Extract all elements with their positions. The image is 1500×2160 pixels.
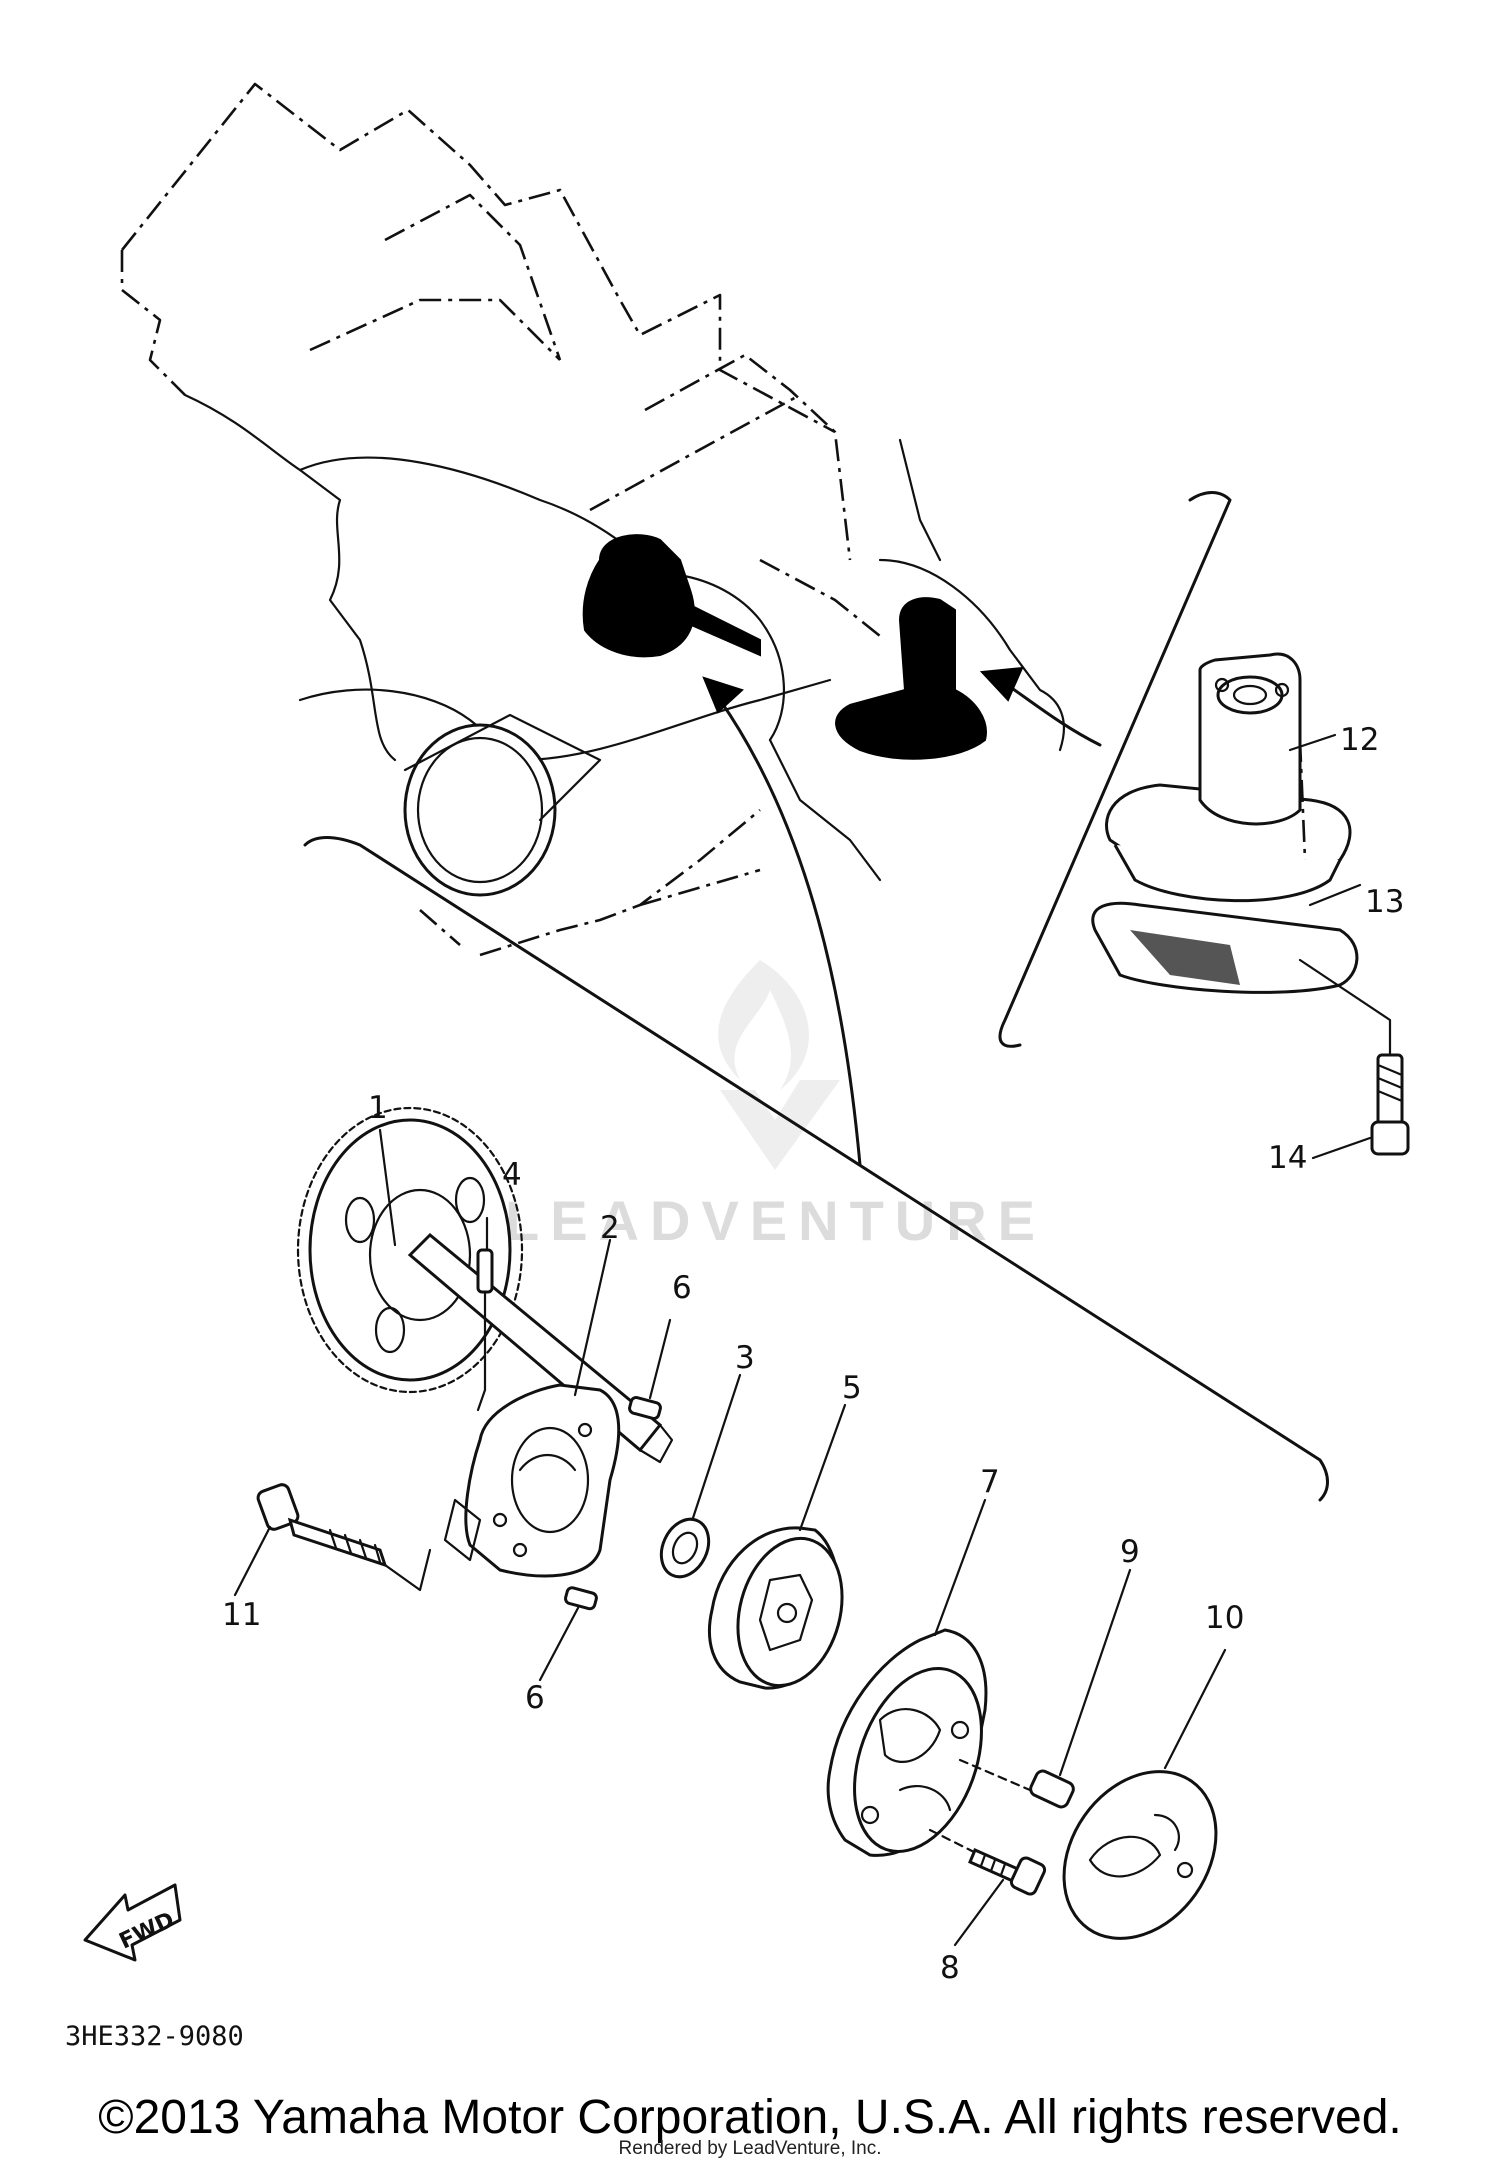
part-label-9: 9 [1120,1534,1140,1570]
dowel-pin-part-4 [476,1248,494,1412]
pump-rotor-part-5 [708,1526,844,1690]
part-label-8: 8 [940,1950,960,1986]
part-label-13: 13 [1365,884,1404,920]
washer-part-3 [659,1517,711,1579]
part-label-6-upper: 6 [672,1270,692,1306]
copyright-text: ©2013 Yamaha Motor Corporation, U.S.A. A… [98,2091,1402,2144]
part-label-10: 10 [1205,1600,1244,1636]
part-labels: 1 2 3 4 5 6 6 7 8 9 10 11 12 13 14 [222,722,1404,1986]
pump-location-silhouettes [582,534,987,760]
part-label-2: 2 [600,1210,620,1246]
engine-body [183,393,1065,897]
strainer-bolt-part-14 [1298,958,1410,1156]
oil-strainer-part-12 [1105,652,1352,903]
pump-housing-part-2 [443,1383,621,1578]
watermark-text: LEADVENTURE [505,1189,1046,1252]
engine-boss-circle [403,723,557,897]
part-label-6-lower: 6 [525,1680,545,1716]
part-label-7: 7 [980,1464,1000,1500]
pump-cover-part-7 [826,1628,1032,1862]
diagram-code: 3HE332-9080 [65,2021,244,2052]
part-label-5: 5 [842,1370,862,1406]
dowel-pin-part-6-upper [628,1396,662,1420]
dowel-pin-part-6-lower [564,1586,598,1611]
part-label-11: 11 [222,1597,261,1633]
strainer-gasket-part-13 [1091,901,1359,994]
part-label-14: 14 [1268,1140,1307,1176]
fwd-arrow-icon: FWD [83,1883,182,1962]
leader-lines [233,733,1372,1947]
rendered-by-text: Rendered by LeadVenture, Inc. [618,2138,882,2159]
bolt-part-11 [256,1483,432,1592]
pointer-arrows [702,666,1102,1167]
engine-block-outline [120,82,886,957]
dowel-pin-part-9 [1029,1769,1075,1809]
part-label-12: 12 [1340,722,1379,758]
fwd-label: FWD [116,1908,179,1955]
part-label-3: 3 [735,1340,755,1376]
cover-plate-part-10 [1062,1770,1218,1940]
watermark-logo [718,960,840,1170]
part-label-1: 1 [368,1090,388,1126]
part-label-4: 4 [502,1157,522,1193]
screw-part-8 [968,1848,1047,1896]
group-bracket-lines [303,491,1329,1502]
